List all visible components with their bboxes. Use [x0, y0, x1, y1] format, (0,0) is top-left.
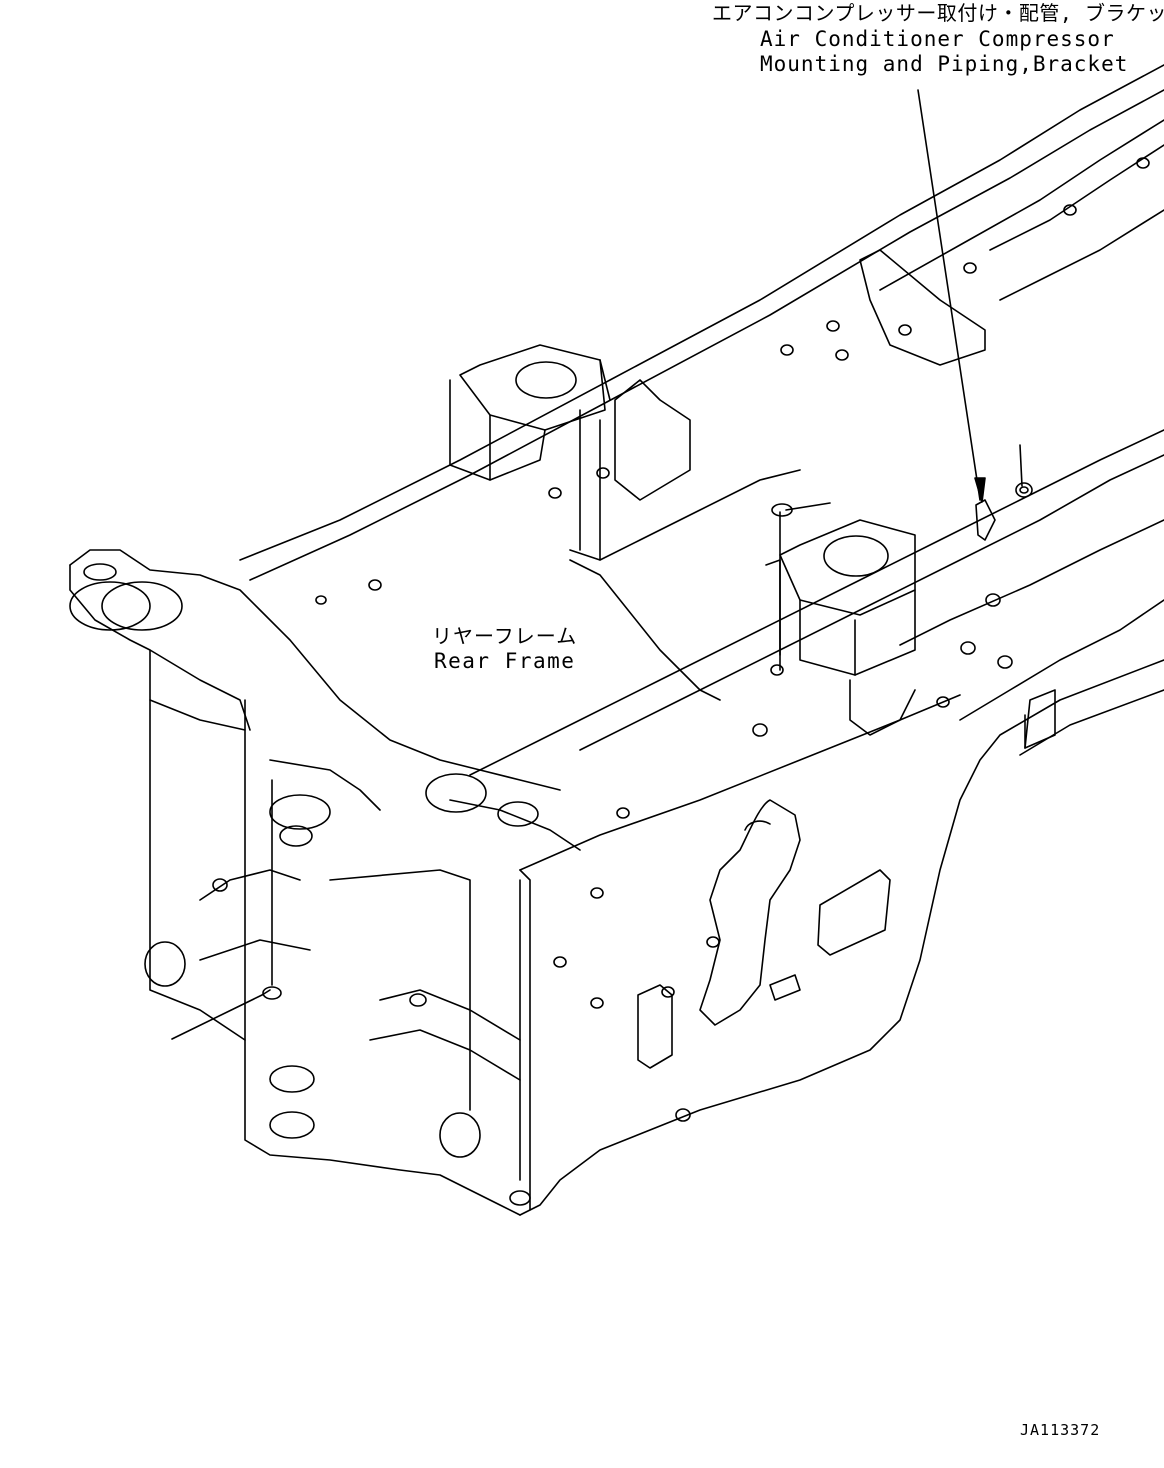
compressor-callout-line1: Air Conditioner Compressor: [760, 27, 1115, 51]
rear-frame-label-japanese: リヤーフレーム: [432, 624, 578, 648]
fittings: [262, 482, 1033, 1000]
cross-member: [569, 249, 986, 701]
compressor-callout-line2: Mounting and Piping,Bracket: [760, 52, 1129, 76]
lower-rail: [469, 429, 1164, 776]
drawing-number: JA113372: [1020, 1421, 1101, 1439]
bolt-bosses: [212, 157, 1150, 1122]
mount-tower-left: [449, 344, 611, 481]
leader-lines: [171, 89, 1023, 1040]
rear-frame-label: Rear Frame: [434, 649, 576, 673]
side-plate: [519, 659, 1164, 1216]
mount-tower-right: [765, 519, 916, 736]
compressor-callout-japanese: エアコンコンプレッサー取付け・配管, ブラケット: [712, 1, 1164, 25]
side-plate-openings: [637, 799, 891, 1069]
pivot-bosses: [69, 361, 889, 1206]
left-end-frame: [69, 549, 581, 1216]
upper-rail: [239, 64, 1164, 581]
